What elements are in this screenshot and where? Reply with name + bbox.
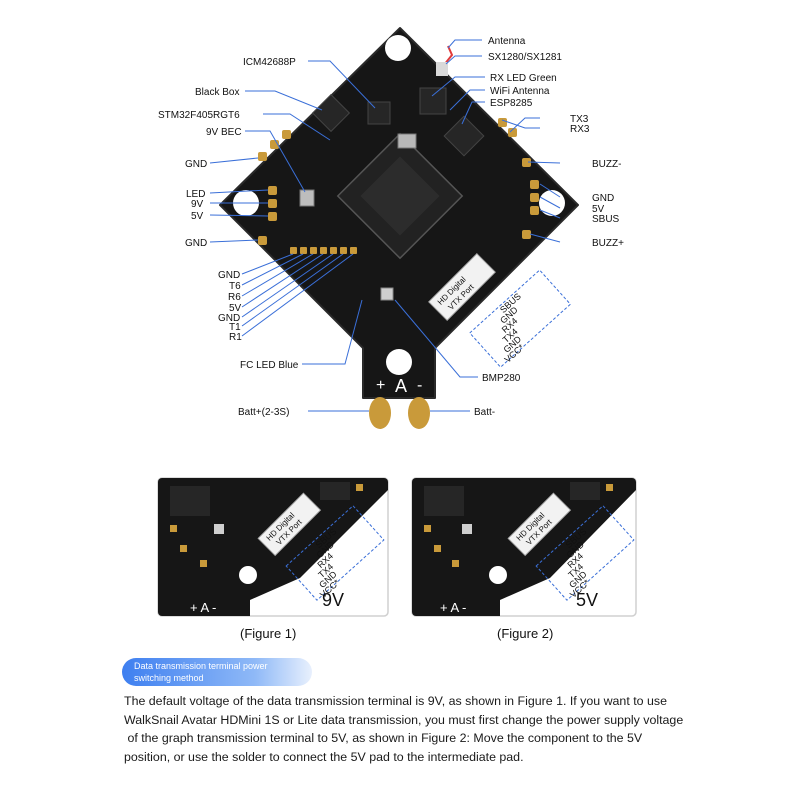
paragraph-line-2: WalkSnail Avatar HDMini 1S or Lite data …: [124, 712, 684, 727]
svg-text:+: +: [376, 377, 385, 394]
banner-line-2: switching method: [134, 673, 204, 683]
esp-chip: [443, 115, 485, 157]
label-9v-bec: 9V BEC: [206, 127, 242, 138]
svg-text:-: -: [417, 377, 422, 394]
label-pin-r6: R6: [228, 292, 241, 303]
crystal: [397, 133, 417, 149]
label-sbus-right: SBUS: [592, 214, 620, 225]
label-pin-t6: T6: [229, 281, 241, 292]
label-pin-t1: T1: [229, 322, 241, 333]
label-sx1280: SX1280/SX1281: [488, 52, 562, 63]
label-antenna: Antenna: [488, 36, 526, 47]
label-rx-led-green: RX LED Green: [490, 73, 557, 84]
label-5v-right: 5V: [592, 204, 605, 215]
rx-chip: [419, 87, 447, 115]
label-gnd-left-top: GND: [185, 159, 207, 170]
label-gnd-left-mid: GND: [185, 238, 207, 249]
paragraph-line-1: The default voltage of the data transmis…: [124, 694, 667, 708]
description-paragraph: The default voltage of the data transmis…: [124, 692, 684, 766]
batt-plus-pad: [369, 397, 391, 429]
bmp-chip: [380, 287, 394, 301]
svg-text:+ A -: + A -: [440, 600, 466, 615]
banner-line-1: Data transmission terminal power: [134, 661, 268, 671]
board-labels: Antenna SX1280/SX1281 ICM42688P RX LED G…: [158, 36, 624, 418]
figure-1-caption: (Figure 1): [240, 626, 297, 641]
mount-hole-right: [539, 190, 565, 216]
label-pin-r1: R1: [229, 332, 242, 343]
label-bmp280: BMP280: [482, 373, 521, 384]
paragraph-line-3: of the graph transmission terminal to 5V…: [124, 731, 643, 745]
label-led: LED: [186, 189, 205, 200]
figure-2-voltage: 5V: [576, 590, 598, 610]
label-5v-left: 5V: [191, 211, 204, 222]
paragraph-line-4: position, or use the solder to connect t…: [124, 749, 524, 764]
gyro-chip: [367, 101, 391, 125]
label-9v-left: 9V: [191, 199, 204, 210]
label-buzz-plus: BUZZ+: [592, 238, 624, 249]
label-gnd-right: GND: [592, 193, 614, 204]
mount-hole-top: [385, 35, 411, 61]
svg-text:A: A: [395, 376, 407, 396]
figure-1-photo: HD Digital VTX Port SBUS GND RX4 TX4 GND…: [157, 477, 389, 617]
figure-1-voltage: 9V: [322, 590, 344, 610]
label-pin-gnd-a: GND: [218, 270, 240, 281]
label-pin-gnd-b: GND: [218, 313, 240, 324]
mount-hole-bottom: [386, 349, 412, 375]
svg-text:+ A -: + A -: [190, 600, 216, 615]
label-icm42688p: ICM42688P: [243, 57, 296, 68]
label-buzz-minus: BUZZ-: [592, 159, 621, 170]
label-batt-minus: Batt-: [474, 407, 495, 418]
label-fc-led-blue: FC LED Blue: [240, 360, 299, 371]
label-tx3: TX3: [570, 114, 589, 125]
label-batt-plus: Batt+(2-3S): [238, 407, 289, 418]
label-stm32: STM32F405RGT6: [158, 110, 240, 121]
leader-lines: [209, 39, 561, 412]
figure-2-photo: HD Digital VTX Port SBUS GND RX4 TX4 GND…: [411, 477, 637, 617]
label-wifi-antenna: WiFi Antenna: [490, 86, 550, 97]
label-rx3: RX3: [570, 124, 590, 135]
label-esp8285: ESP8285: [490, 98, 533, 109]
label-pin-5v: 5V: [229, 303, 242, 314]
vtx-port-connector: HD Digital VTX Port: [428, 253, 496, 321]
figure-2-caption: (Figure 2): [497, 626, 554, 641]
label-black-box: Black Box: [195, 87, 239, 98]
batt-minus-pad: [408, 397, 430, 429]
blackbox-chip: [311, 93, 351, 133]
section-banner: Data transmission terminal power switchi…: [122, 658, 312, 686]
